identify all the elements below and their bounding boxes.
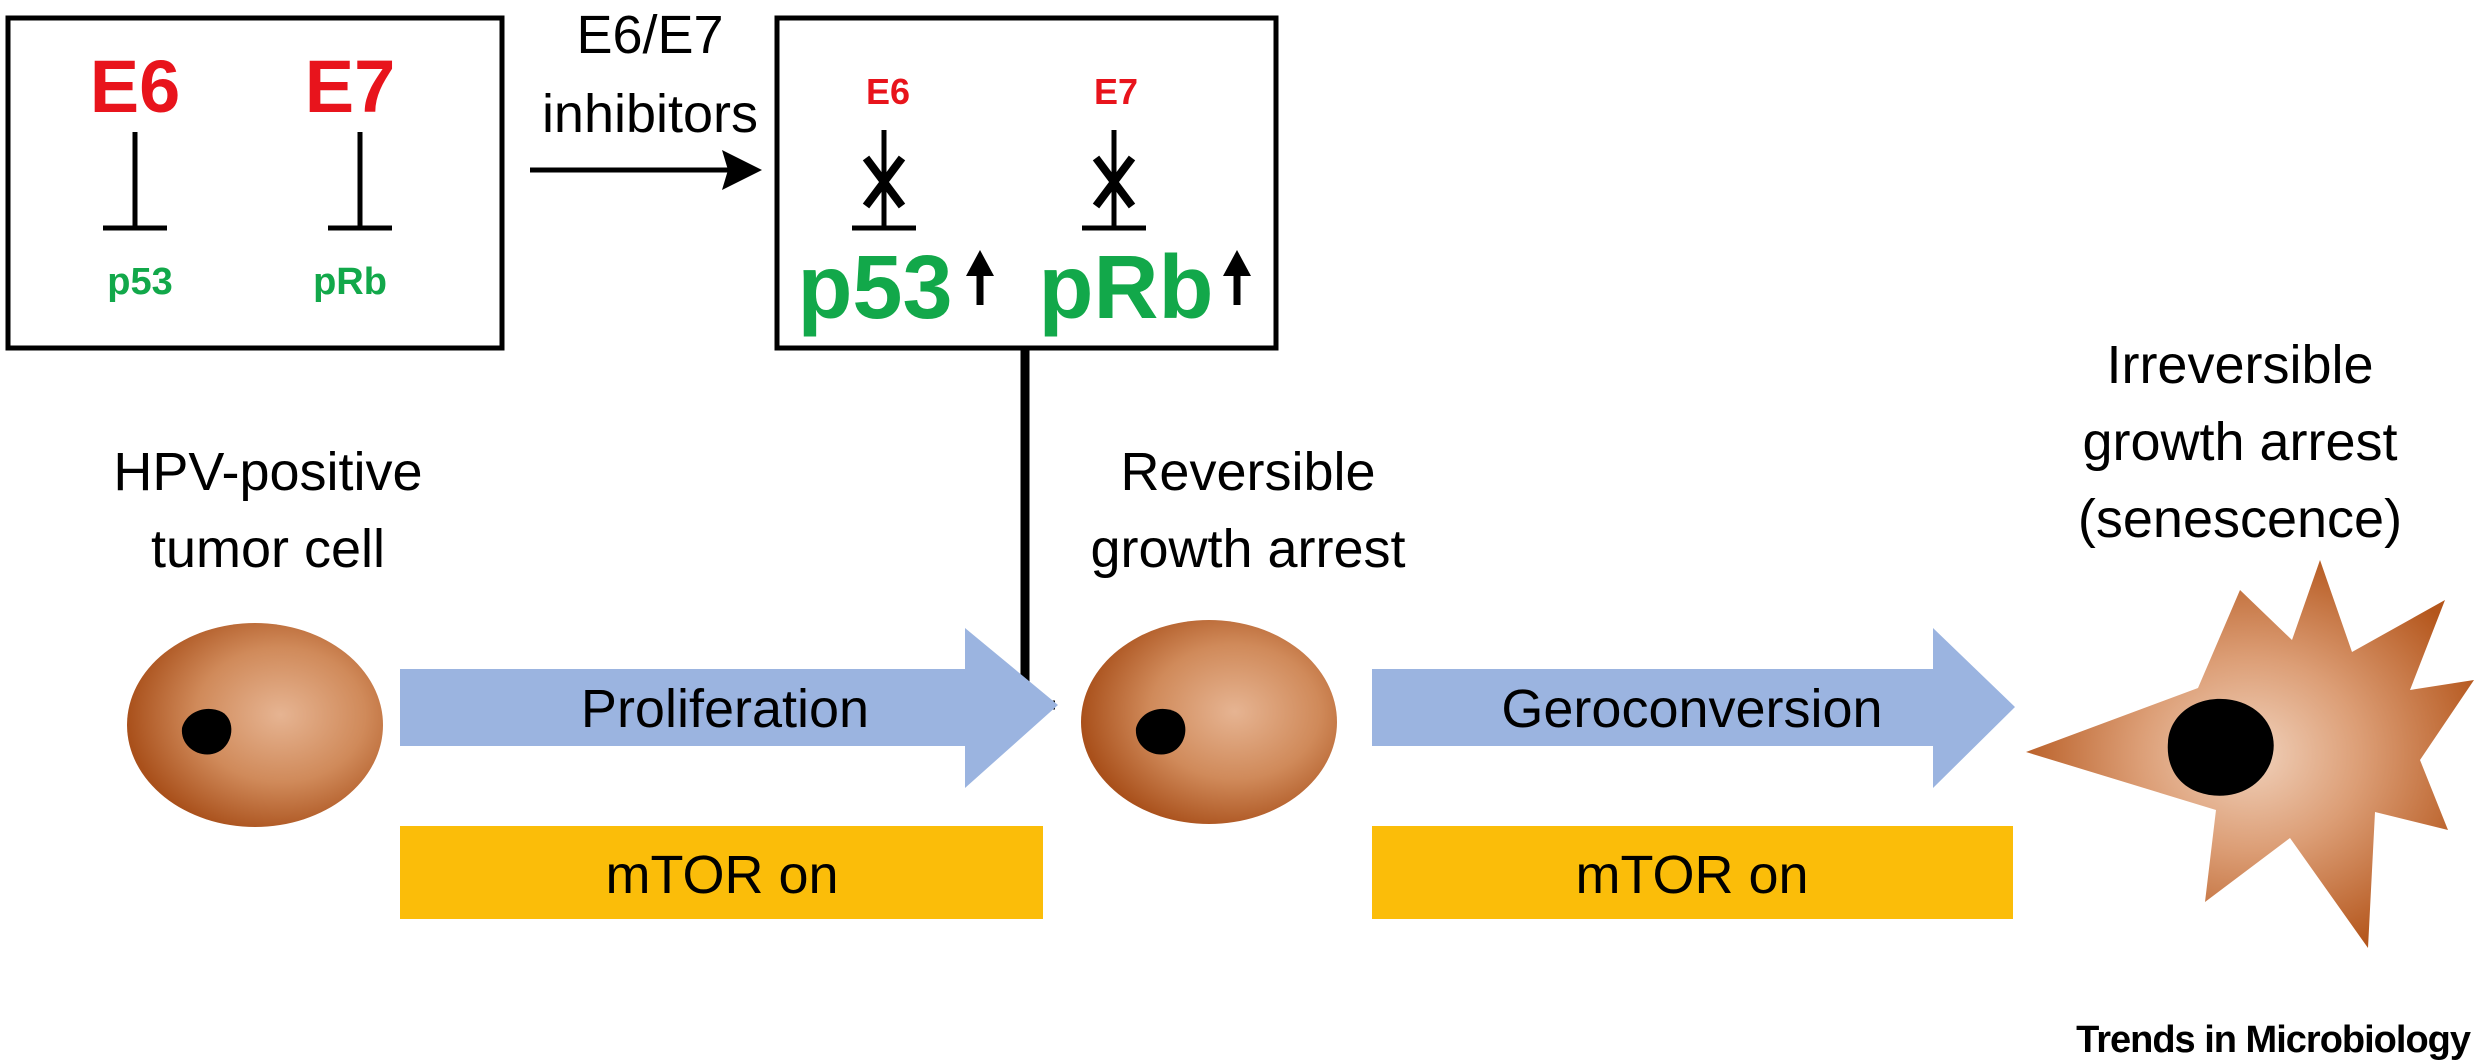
- p53-up-arrow-icon: [966, 250, 994, 305]
- irreversible-arrest-label-line1: Irreversible: [2106, 335, 2373, 395]
- mtor-bar-left-label: mTOR on: [605, 845, 838, 905]
- geroconversion-label: Geroconversion: [1501, 679, 1882, 739]
- journal-footer: Trends in Microbiology: [2076, 1019, 2471, 1061]
- proliferation-arrow: [400, 628, 1058, 788]
- left-e7-label: E7: [305, 45, 396, 128]
- tumor-cell-label-line2: tumor cell: [151, 519, 385, 579]
- block-proliferation-line: [995, 350, 1055, 710]
- left-e6-inhibition-icon: [103, 132, 167, 231]
- inhibitor-arrow: [530, 150, 762, 190]
- right-prb-label: pRb: [1039, 238, 1214, 338]
- arrested-cell-illustration: [1081, 620, 1337, 824]
- irreversible-arrest-label-line2: growth arrest: [2082, 412, 2397, 472]
- mtor-bar-left: [400, 826, 1043, 919]
- right-e6-label: E6: [866, 71, 910, 112]
- right-p53-label: p53: [797, 238, 952, 338]
- mtor-bar-right: [1372, 826, 2013, 919]
- left-e7-inhibition-icon: [328, 132, 392, 231]
- left-prb-label: pRb: [313, 261, 387, 303]
- left-p53-label: p53: [107, 261, 172, 303]
- reversible-arrest-label-line1: Reversible: [1120, 442, 1375, 502]
- prb-up-arrow-icon: [1223, 250, 1251, 305]
- right-e7-blocked-inhibition-icon: [1082, 130, 1146, 231]
- tumor-cell-illustration: [127, 623, 383, 827]
- tumor-cell-label-line1: HPV-positive: [113, 442, 422, 502]
- geroconversion-arrow: [1372, 628, 2015, 788]
- irreversible-arrest-label-line3: (senescence): [2078, 489, 2402, 549]
- left-pathway-box: [5, 15, 505, 351]
- inhibitor-label-line2: inhibitors: [542, 84, 758, 144]
- proliferation-label: Proliferation: [581, 679, 869, 739]
- right-pathway-box: [774, 15, 1279, 351]
- left-e6-label: E6: [90, 45, 181, 128]
- inhibitor-label-line1: E6/E7: [576, 5, 723, 65]
- right-e6-blocked-inhibition-icon: [852, 130, 916, 231]
- reversible-arrest-label-line2: growth arrest: [1090, 519, 1405, 579]
- mtor-bar-right-label: mTOR on: [1575, 845, 1808, 905]
- right-e7-label: E7: [1094, 71, 1138, 112]
- senescent-cell-illustration: [2026, 560, 2474, 948]
